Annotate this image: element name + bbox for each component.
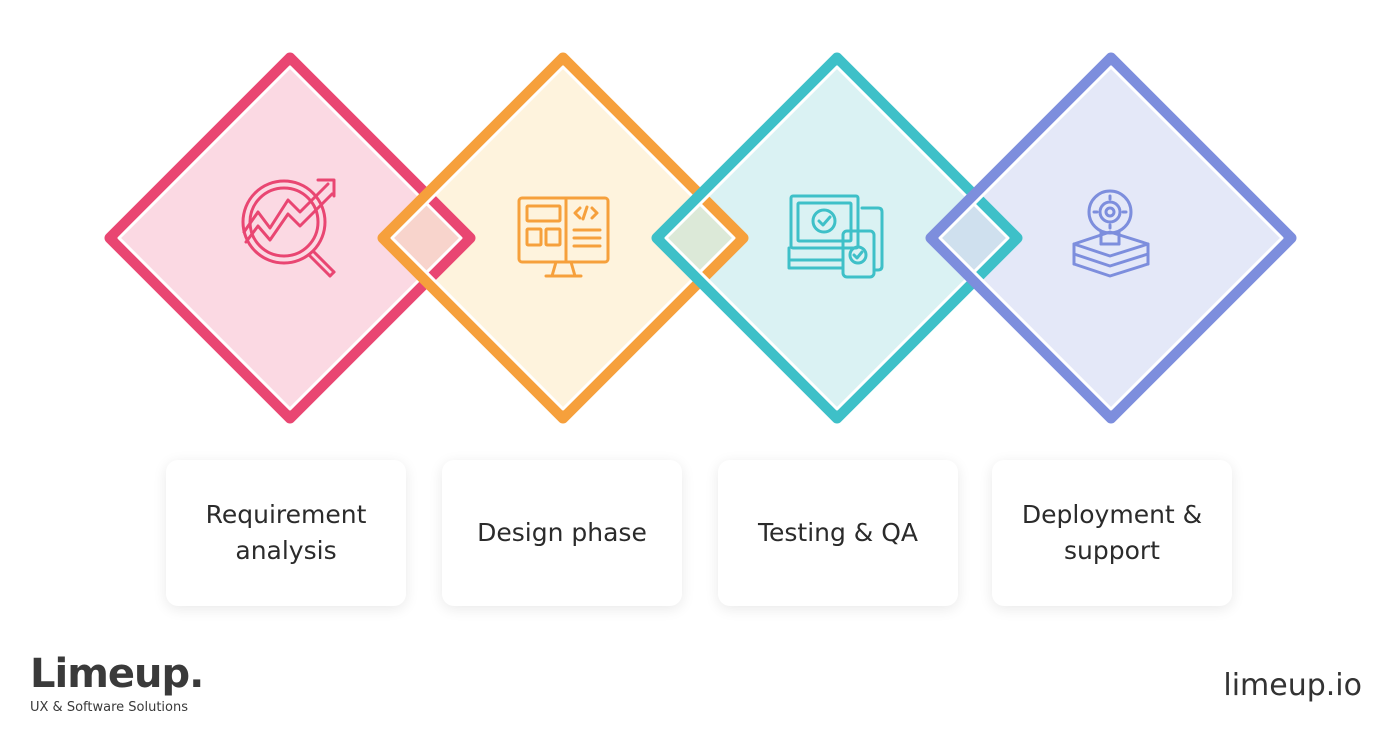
- monitor-code-layout-icon: [517, 196, 610, 278]
- step-diamond-outline: [925, 52, 1297, 424]
- step-label: Testing & QA: [757, 518, 919, 547]
- step-card-testing-qa: Testing & QA: [718, 460, 958, 606]
- lightbulb-gear-layers-icon: [1072, 189, 1150, 278]
- brand-name: Limeup.: [30, 651, 204, 697]
- step-card-requirement-analysis: Requirement analysis: [166, 460, 406, 606]
- site-url: limeup.io: [1223, 668, 1362, 703]
- step-diamond-outline: [651, 52, 1023, 424]
- step-label: Design phase: [477, 518, 647, 547]
- step-diamond-outline: [104, 52, 476, 424]
- step-label: Deployment & support: [1021, 500, 1203, 565]
- devices-checkmark-icon: [787, 194, 884, 279]
- step-card-deployment-support: Deployment & support: [992, 460, 1232, 606]
- brand-logo: Limeup. UX & Software Solutions: [30, 651, 204, 716]
- brand-tagline: UX & Software Solutions: [30, 700, 188, 715]
- step-card-design-phase: Design phase: [442, 460, 682, 606]
- step-diamond-outline: [377, 52, 749, 424]
- analysis-chart-magnifier-icon: [241, 178, 336, 278]
- step-label: Requirement analysis: [205, 500, 367, 565]
